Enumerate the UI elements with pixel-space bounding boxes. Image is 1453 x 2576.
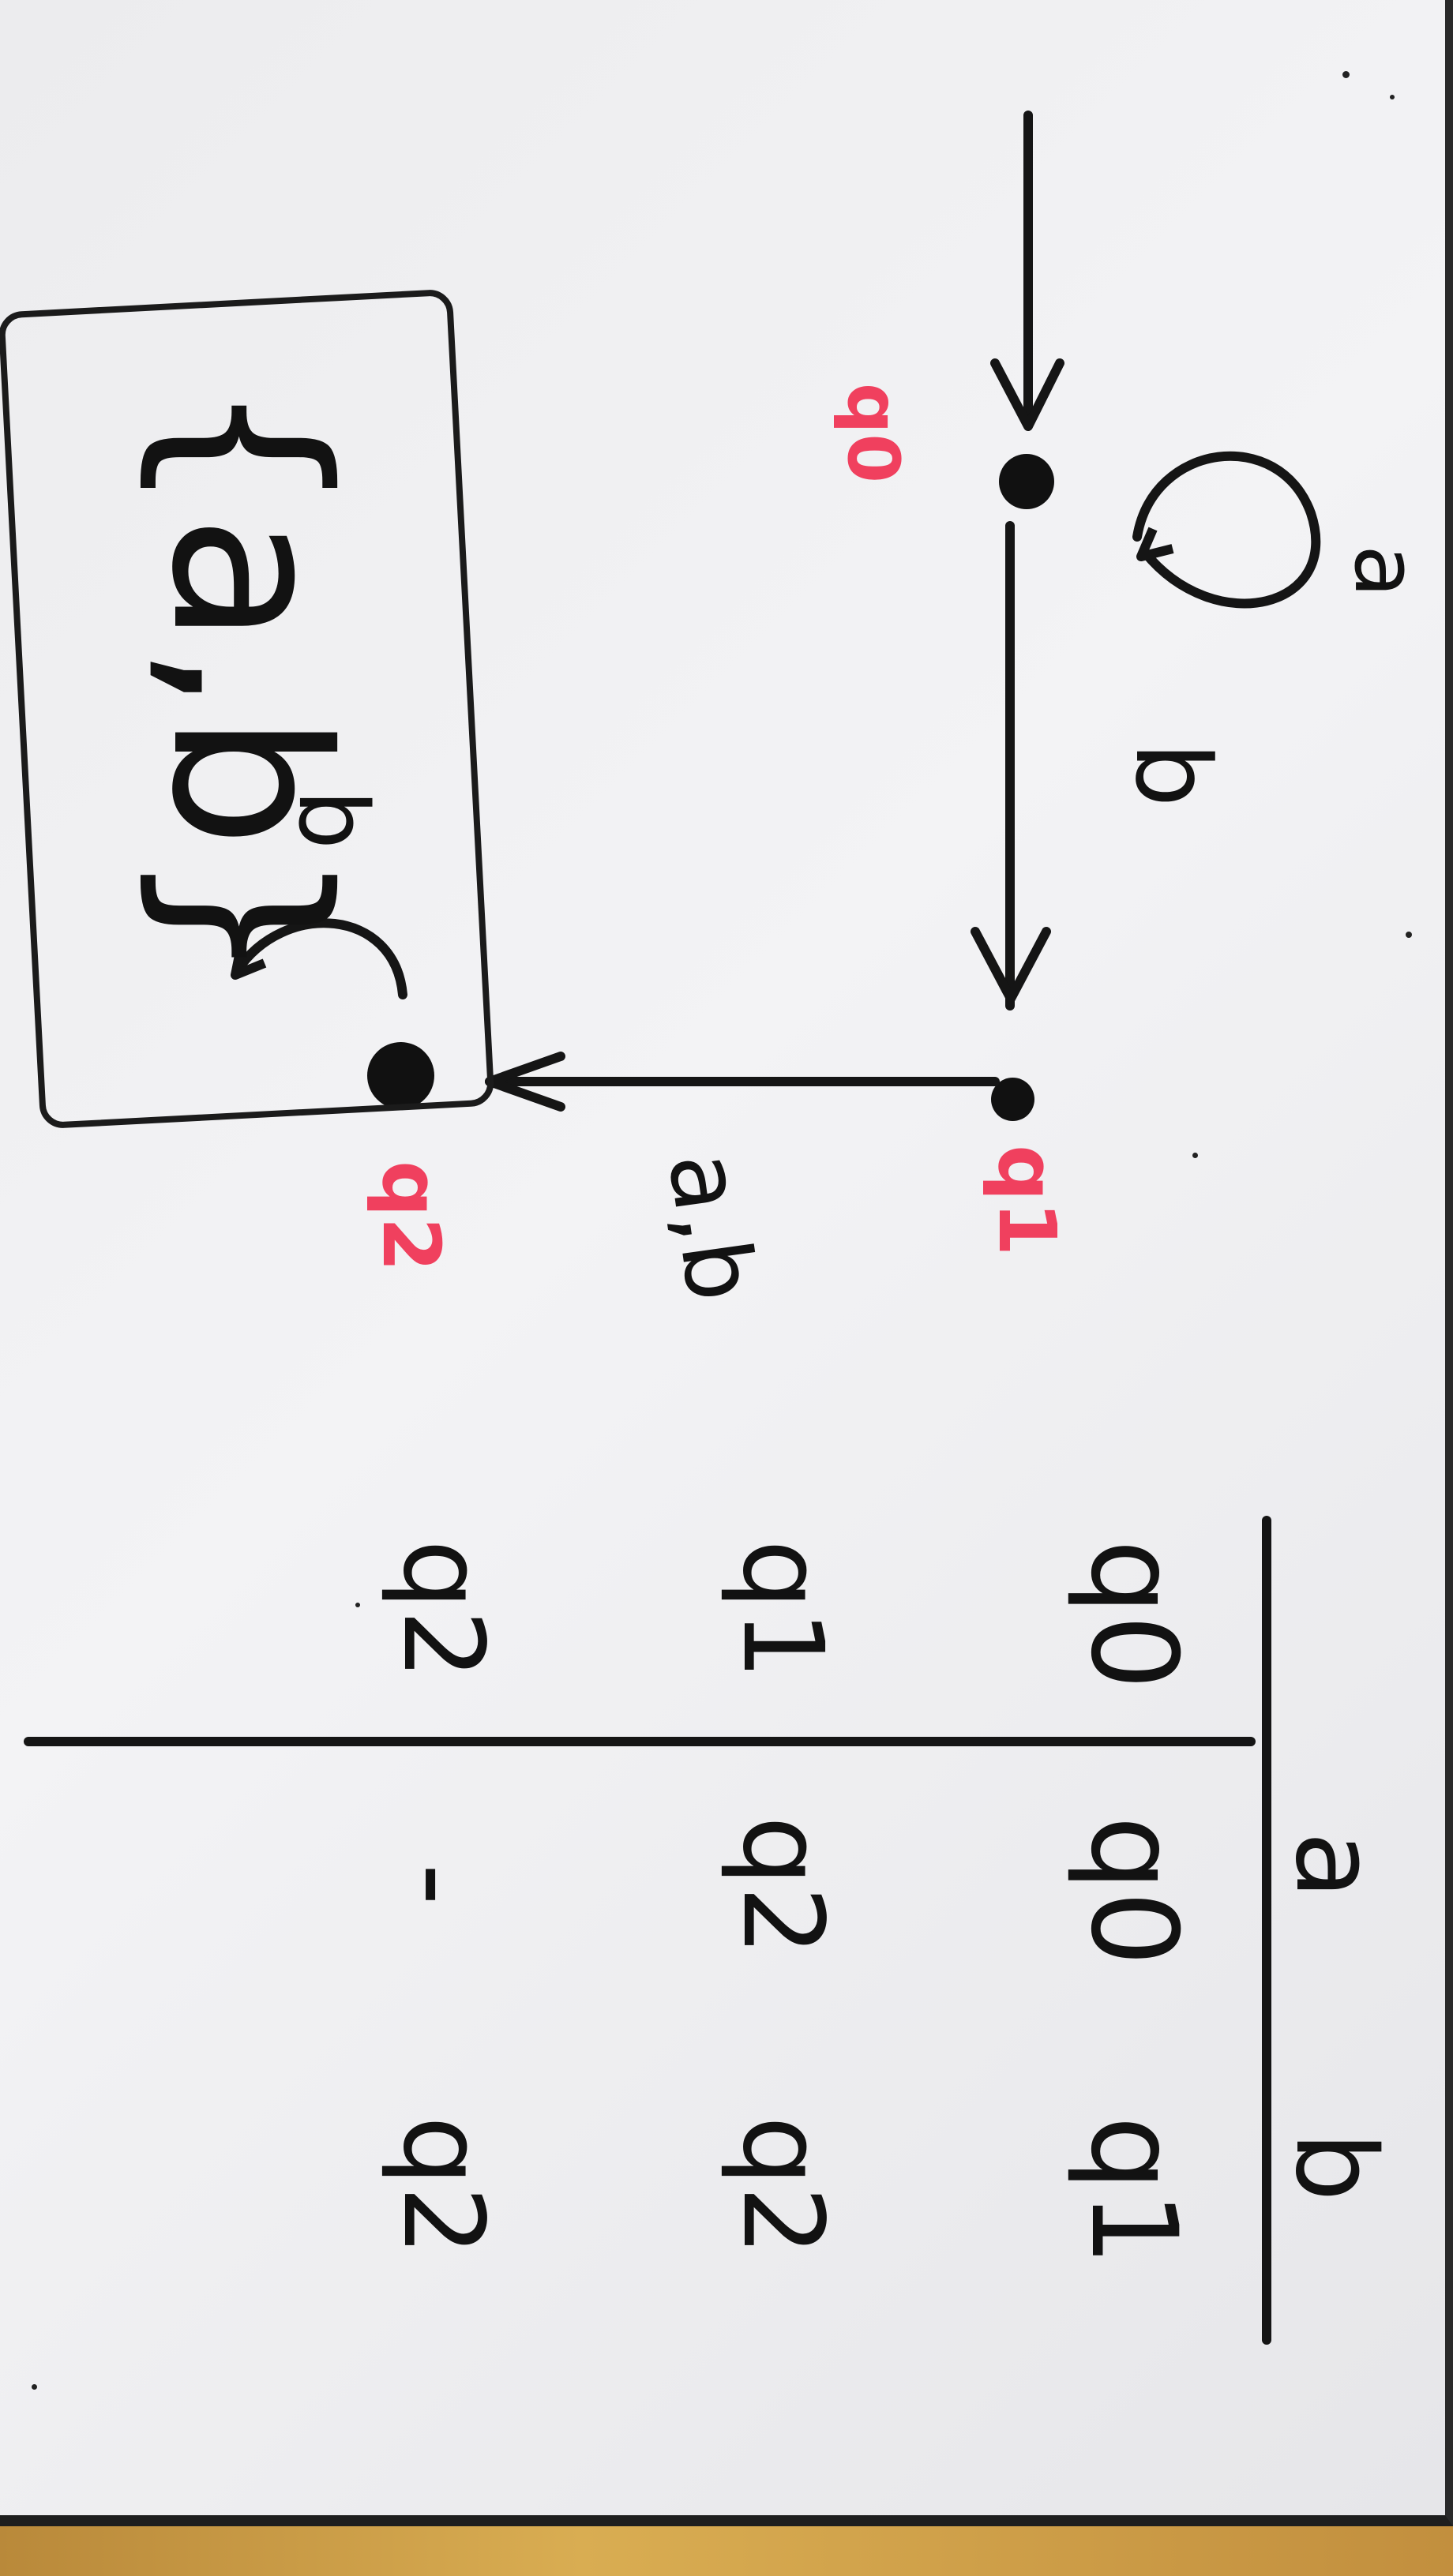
table-cell: - bbox=[370, 1863, 507, 1907]
table-row-state: q2 bbox=[378, 1539, 507, 1680]
table-cell: q2 bbox=[718, 2116, 847, 2256]
start-arrowhead bbox=[990, 358, 1064, 431]
marker-speck bbox=[32, 2384, 37, 2390]
edge-label-q0-q1: b bbox=[1113, 742, 1233, 808]
table-vertical-rule bbox=[1262, 1516, 1271, 2345]
edge-label-q1-q2: a,b bbox=[646, 1146, 776, 1308]
table-cell: q2 bbox=[378, 2116, 507, 2256]
q2-self-loop bbox=[231, 918, 407, 999]
table-row-state: q0 bbox=[1064, 1539, 1202, 1690]
edge-q1-q2-line bbox=[485, 1052, 1000, 1112]
table-cell: q2 bbox=[718, 1816, 847, 1956]
edge-label-q0-q0: a bbox=[1335, 545, 1436, 598]
marker-speck bbox=[1342, 71, 1350, 78]
state-label-q1: q1 bbox=[981, 1145, 1073, 1257]
table-header-a: a bbox=[1271, 1832, 1399, 1899]
marker-speck bbox=[355, 1603, 360, 1607]
table-cell: q0 bbox=[1064, 1816, 1202, 1967]
marker-speck bbox=[1406, 932, 1412, 938]
marker-speck bbox=[1390, 95, 1395, 99]
table-header-b: b bbox=[1271, 2132, 1399, 2202]
alphabet-set: {a,b} bbox=[125, 379, 374, 984]
table-horizontal-rule bbox=[24, 1737, 1256, 1746]
marker-speck bbox=[1192, 1153, 1198, 1158]
state-label-q0: q0 bbox=[832, 383, 914, 484]
state-label-q2: q2 bbox=[365, 1161, 457, 1273]
q0-self-loop bbox=[1132, 451, 1321, 609]
table-row-state: q1 bbox=[718, 1539, 847, 1680]
marker-tray bbox=[0, 2526, 1453, 2576]
edge-q0-q1-arrowhead bbox=[971, 927, 1051, 1003]
table-cell: q1 bbox=[1064, 2116, 1202, 2267]
